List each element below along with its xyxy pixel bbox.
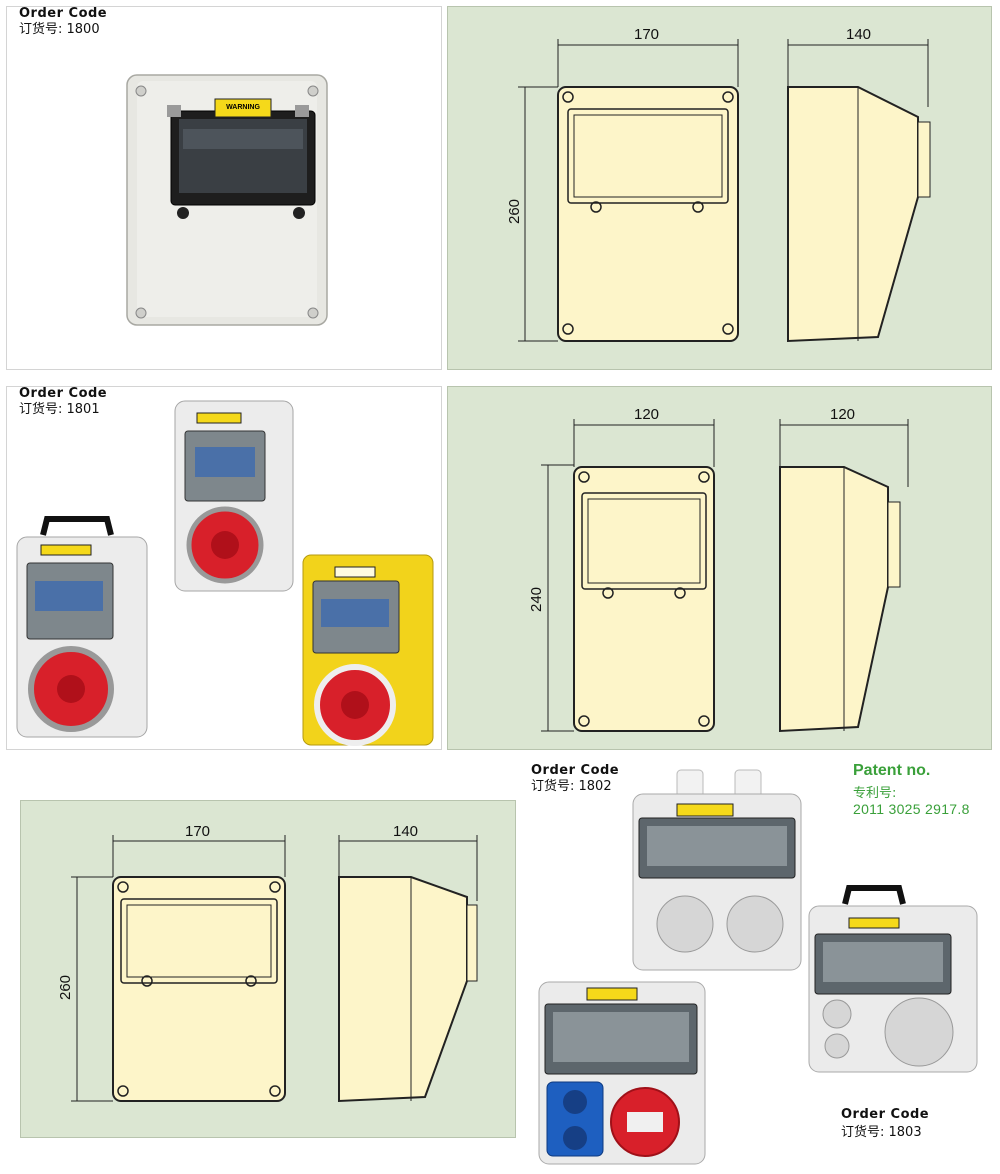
- enclosure-sockets-photo: [538, 981, 706, 1165]
- dimension-depth: 140: [846, 26, 872, 43]
- order-number: 订货号: 1801: [19, 402, 100, 417]
- order-code-heading: Order Code: [19, 386, 108, 401]
- order-code-heading: Order Code: [841, 1107, 930, 1122]
- socket-box-white-handle: [16, 516, 148, 738]
- dimension-width: 120: [634, 406, 660, 423]
- dimension-height: 260: [57, 974, 75, 1001]
- dimension-height: 260: [506, 198, 524, 225]
- enclosure-1800-photo: WARNING: [126, 74, 328, 326]
- order-number: 订货号: 1803: [841, 1125, 922, 1140]
- dimension-height: 240: [528, 586, 546, 613]
- dimension-depth: 140: [393, 823, 419, 840]
- patent-title: Patent no.: [853, 762, 931, 779]
- dimension-drawing-1802: [71, 835, 478, 1103]
- warning-label-text: WARNING: [226, 104, 260, 111]
- photo-panel-1800: Order Code 订货号: 1800 WARNING: [6, 6, 442, 370]
- patent-number: 2011 3025 2917.8: [853, 801, 970, 817]
- dimension-depth: 120: [830, 406, 856, 423]
- socket-box-white-top: [174, 400, 294, 592]
- drawing-panel-1801: 120 120 240: [447, 386, 992, 750]
- photo-panel-1801: Order Code 订货号: 1801: [6, 386, 442, 750]
- dimension-width: 170: [185, 823, 211, 840]
- dimension-drawing-1800: [518, 39, 931, 343]
- drawing-panel-1802: 170 140 260: [20, 800, 516, 1138]
- enclosure-1803-photo: [808, 885, 978, 1073]
- order-number: 订货号: 1802: [531, 779, 612, 794]
- patent-subtitle: 专利号:: [853, 786, 897, 801]
- order-number: 订货号: 1800: [19, 22, 100, 37]
- dimension-width: 170: [634, 26, 660, 43]
- photo-panel-1802-1803: Order Code 订货号: 1802 Patent no. 专利号: 201…: [523, 756, 995, 1168]
- dimension-drawing-1801: [541, 419, 909, 733]
- order-code-heading: Order Code: [19, 6, 108, 21]
- order-code-heading: Order Code: [531, 763, 620, 778]
- socket-box-yellow: [302, 554, 434, 746]
- drawing-panel-1800: 170 140 260: [447, 6, 992, 370]
- enclosure-1802-photo: [632, 769, 802, 971]
